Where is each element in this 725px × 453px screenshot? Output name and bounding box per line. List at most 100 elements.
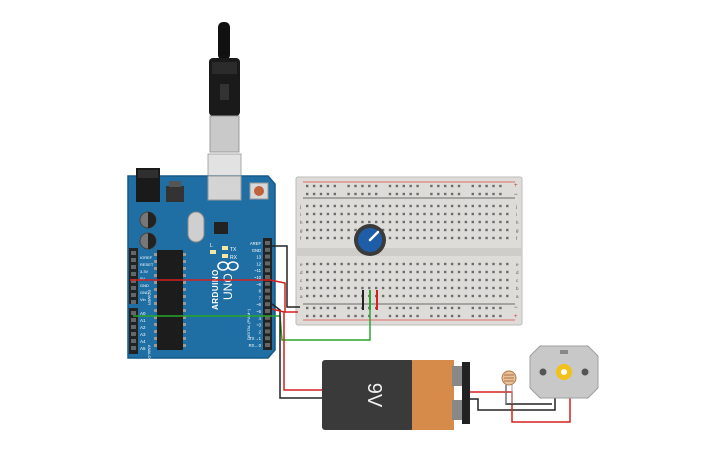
rail-hole [333,306,336,310]
terminal-hole [485,278,488,282]
chip-pin [154,323,157,326]
terminal-hole [326,212,330,216]
terminal-hole [306,278,309,282]
rail-hole [478,306,481,310]
rail-hole [492,184,495,188]
terminal-hole [444,294,447,298]
terminal-hole [375,270,378,274]
terminal-hole [395,204,399,208]
terminal-hole [444,286,447,290]
header-pin [265,275,270,279]
row-letter: a [300,294,303,299]
rail-hole [444,184,447,188]
header-pin [131,258,136,262]
terminal-hole [312,204,316,208]
terminal-hole [354,294,357,298]
terminal-hole [485,228,488,232]
terminal-hole [478,212,481,216]
terminal-hole [430,278,433,282]
terminal-hole [464,236,468,240]
led-label: L [210,243,213,249]
terminal-hole [464,286,468,290]
photoresistor-icon[interactable] [501,370,517,404]
rail-hole [450,192,454,196]
terminal-hole [306,204,309,208]
terminal-hole [388,204,392,208]
chip-pin [183,260,186,263]
terminal-hole [312,270,316,274]
header-pin [131,293,136,297]
digital-header-label: DIGITAL (PWM~) [246,308,251,340]
chip-pin [183,337,186,340]
terminal-hole [409,262,412,266]
terminal-hole [326,204,330,208]
terminal-hole [416,212,419,216]
terminal-hole [444,270,447,274]
digital-header [263,238,272,350]
row-letter: b [300,286,303,291]
rail-hole [354,184,357,188]
terminal-hole [340,236,343,240]
terminal-hole [506,204,509,208]
terminal-hole [326,278,330,282]
terminal-hole [457,294,461,298]
terminal-hole [361,220,364,224]
terminal-hole [430,204,433,208]
terminal-hole [409,294,412,298]
terminal-hole [361,262,364,266]
terminal-hole [506,294,509,298]
terminal-hole [395,212,399,216]
terminal-hole [347,294,350,298]
terminal-hole [402,286,405,290]
reset-button[interactable] [249,182,269,200]
potentiometer-icon[interactable] [354,224,386,256]
terminal-hole [347,204,350,208]
terminal-hole [464,262,468,266]
terminal-hole [492,262,495,266]
terminal-hole [312,294,316,298]
terminal-hole [312,286,316,290]
terminal-hole [312,212,316,216]
terminal-hole [340,278,343,282]
terminal-hole [437,278,440,282]
terminal-hole [402,204,405,208]
terminal-hole [388,286,392,290]
terminal-hole [471,270,474,274]
rail-hole [388,306,392,310]
rail-hole [416,184,419,188]
terminal-hole [347,236,350,240]
terminal-hole [326,228,330,232]
chip-pin [183,323,186,326]
header-pin [265,281,270,286]
terminal-hole [485,270,488,274]
terminal-hole [368,278,371,282]
terminal-hole [430,286,433,290]
terminal-hole [381,262,385,266]
terminal-hole [388,236,392,240]
rail-hole [471,314,474,318]
terminal-hole [354,228,357,232]
terminal-hole [326,236,330,240]
terminal-hole [450,270,454,274]
terminal-hole [340,270,343,274]
terminal-hole [375,204,378,208]
terminal-hole [306,286,309,290]
rail-hole [375,314,378,318]
terminal-hole [361,204,364,208]
terminal-hole [464,220,468,224]
terminal-hole [416,204,419,208]
digital-pin-label: AREF [250,241,262,246]
terminal-hole [464,204,468,208]
digital-pin-label: TX→1 [249,336,262,341]
rail-hole [409,314,412,318]
chip-pin [154,281,157,284]
brand-label: ARDUINO [211,269,220,310]
dc-motor-icon[interactable] [529,345,599,399]
terminal-hole [333,286,336,290]
terminal-hole [368,270,371,274]
terminal-hole [423,228,426,232]
terminal-hole [450,228,454,232]
terminal-hole [499,286,502,290]
rail-hole [416,314,419,318]
